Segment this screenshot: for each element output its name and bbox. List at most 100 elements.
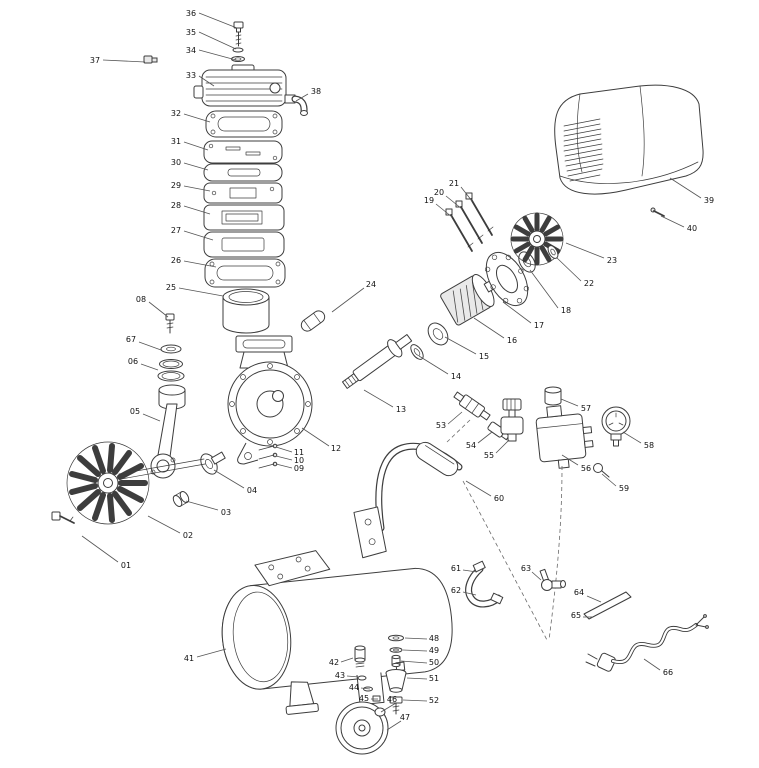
part-cap-57 bbox=[544, 386, 562, 406]
part-outlet-elbow bbox=[284, 94, 308, 116]
leader-line bbox=[404, 637, 428, 640]
part-callout-25: 25 bbox=[166, 283, 224, 297]
part-number-label: 33 bbox=[186, 71, 196, 80]
leader-line bbox=[178, 287, 224, 297]
leader-line bbox=[462, 569, 478, 573]
leader-line bbox=[295, 93, 309, 102]
leader-line bbox=[198, 31, 237, 50]
part-number-label: 23 bbox=[607, 256, 617, 265]
part-number-label: 47 bbox=[400, 713, 410, 722]
part-number-label: 34 bbox=[186, 46, 196, 55]
leader-line bbox=[275, 446, 293, 453]
part-tank bbox=[221, 506, 453, 715]
part-callout-09: 09 bbox=[275, 463, 304, 473]
leader-line bbox=[346, 675, 360, 678]
part-number-label: 24 bbox=[366, 280, 376, 289]
leader-line bbox=[495, 439, 510, 454]
part-callout-38: 38 bbox=[295, 87, 321, 102]
part-check-valve bbox=[453, 391, 491, 421]
part-callout-36: 36 bbox=[186, 9, 238, 29]
part-number-label: 35 bbox=[186, 28, 196, 37]
leader-line bbox=[465, 480, 492, 497]
part-callout-51: 51 bbox=[406, 674, 439, 683]
assembly-dash-handle bbox=[462, 480, 548, 641]
part-number-label: 16 bbox=[507, 336, 517, 345]
part-callout-49: 49 bbox=[402, 646, 439, 655]
part-washer-67 bbox=[160, 344, 182, 354]
part-number-label: 61 bbox=[451, 564, 461, 573]
part-callout-56: 56 bbox=[561, 454, 591, 473]
leader-line bbox=[622, 431, 642, 444]
part-number-label: 49 bbox=[429, 646, 439, 655]
part-number-label: 08 bbox=[136, 295, 146, 304]
part-motor-stator bbox=[484, 251, 530, 307]
part-head-gasket-32 bbox=[205, 110, 283, 138]
part-callout-66: 66 bbox=[643, 658, 673, 677]
part-callout-32: 32 bbox=[171, 109, 211, 123]
part-crankcase-screws bbox=[258, 443, 278, 469]
part-callout-63: 63 bbox=[521, 564, 542, 581]
part-callout-46: 46 bbox=[380, 695, 397, 713]
part-number-label: 67 bbox=[126, 335, 136, 344]
part-number-label: 65 bbox=[571, 611, 581, 620]
part-handle-bracket bbox=[353, 506, 387, 559]
part-callout-17: 17 bbox=[502, 301, 544, 330]
part-callout-12: 12 bbox=[301, 427, 341, 453]
leader-line bbox=[386, 720, 402, 731]
leader-line bbox=[380, 702, 397, 713]
leader-line bbox=[531, 571, 542, 581]
part-callout-31: 31 bbox=[171, 137, 209, 151]
part-number-label: 37 bbox=[90, 56, 100, 65]
part-callout-02: 02 bbox=[147, 515, 193, 540]
part-bearing-front bbox=[427, 322, 449, 346]
part-number-label: 44 bbox=[349, 683, 359, 692]
part-motor-rotor bbox=[440, 274, 498, 326]
leader-line bbox=[601, 473, 617, 487]
leader-line bbox=[402, 649, 428, 652]
part-callout-39: 39 bbox=[669, 177, 714, 205]
part-number-label: 41 bbox=[184, 654, 194, 663]
part-outlet-tube bbox=[465, 560, 504, 608]
part-callout-41: 41 bbox=[184, 648, 227, 663]
part-callout-58: 58 bbox=[622, 431, 654, 450]
part-number-label: 18 bbox=[561, 306, 571, 315]
part-callout-67: 67 bbox=[126, 335, 162, 351]
part-valve-plate-28 bbox=[203, 204, 285, 231]
part-wheel bbox=[335, 701, 389, 755]
part-callout-03: 03 bbox=[185, 500, 231, 517]
leader-line bbox=[148, 301, 169, 318]
part-number-label: 62 bbox=[451, 586, 461, 595]
part-flywheel-bolt bbox=[51, 511, 75, 524]
part-callout-27: 27 bbox=[171, 226, 214, 241]
part-flywheel-fan bbox=[66, 441, 150, 525]
part-number-label: 58 bbox=[644, 441, 654, 450]
part-number-label: 13 bbox=[396, 405, 406, 414]
part-callout-64: 64 bbox=[574, 588, 602, 603]
part-callout-40: 40 bbox=[660, 215, 697, 233]
part-callout-06: 06 bbox=[128, 357, 159, 371]
part-drain-stack bbox=[385, 634, 407, 715]
part-head-bolt bbox=[231, 21, 245, 62]
part-number-label: 63 bbox=[521, 564, 531, 573]
part-pull-rod bbox=[583, 591, 632, 620]
part-number-label: 26 bbox=[171, 256, 181, 265]
part-callout-18: 18 bbox=[529, 269, 571, 315]
leader-line bbox=[447, 411, 463, 425]
part-number-label: 14 bbox=[451, 372, 461, 381]
leader-line bbox=[643, 658, 661, 671]
leader-line bbox=[81, 535, 119, 563]
part-number-label: 42 bbox=[329, 658, 339, 667]
leader-line bbox=[477, 431, 493, 444]
part-number-label: 66 bbox=[663, 668, 673, 677]
part-number-label: 05 bbox=[130, 407, 140, 416]
part-callout-23: 23 bbox=[565, 242, 617, 265]
part-number-label: 45 bbox=[359, 694, 369, 703]
part-callout-54: 54 bbox=[466, 431, 493, 450]
leader-line bbox=[529, 269, 559, 309]
part-number-label: 38 bbox=[311, 87, 321, 96]
leader-line bbox=[561, 454, 579, 466]
part-callout-37: 37 bbox=[90, 56, 146, 65]
leader-line bbox=[196, 648, 227, 658]
part-callout-53: 53 bbox=[436, 411, 463, 430]
part-through-bolts bbox=[445, 192, 494, 252]
